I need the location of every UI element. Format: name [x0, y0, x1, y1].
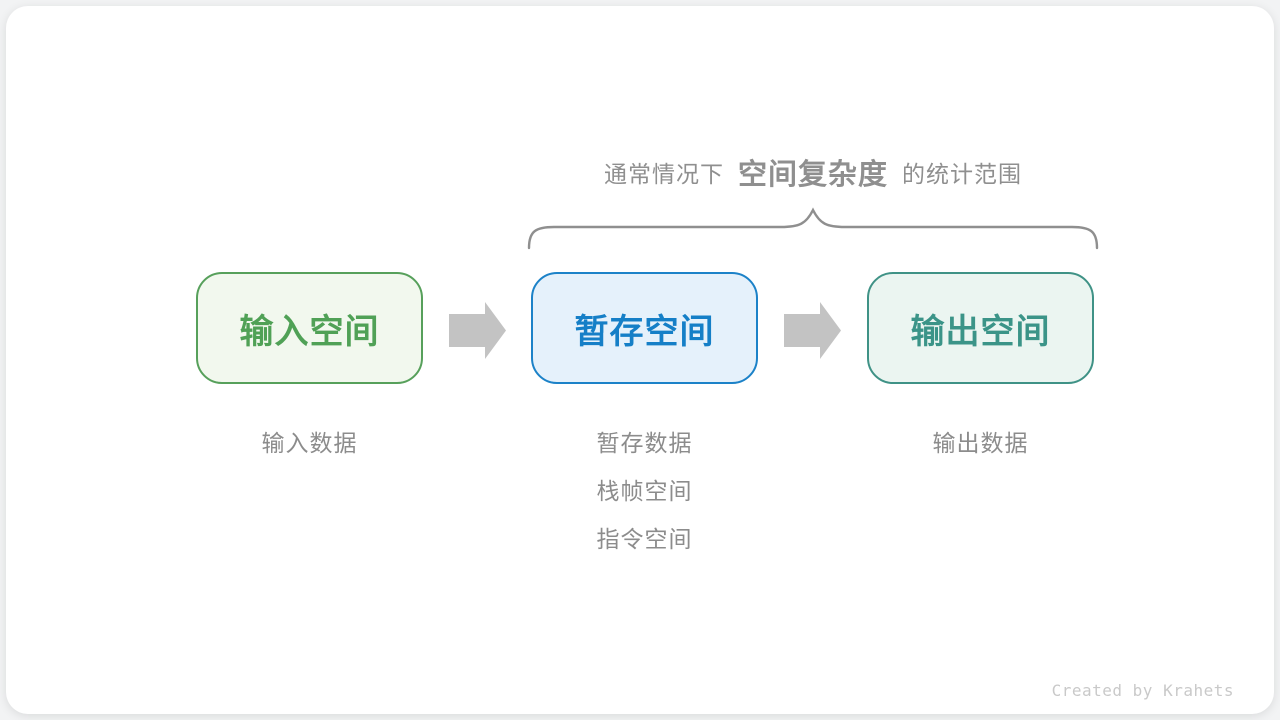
output-space-box: 输出空间 [867, 272, 1094, 384]
diagram-card: 通常情况下 空间复杂度 的统计范围 输入空间 暂存空间 输出空间 输入数据 [6, 6, 1274, 714]
curly-brace [527, 207, 1099, 250]
input-space-label: 输入空间 [239, 312, 380, 351]
annotation-highlight: 空间复杂度 [737, 159, 888, 191]
credit-text: Created by Krahets [1051, 681, 1234, 700]
annotation-suffix: 的统计范围 [902, 161, 1022, 187]
sublabel: 暂存数据 [596, 430, 693, 456]
output-space-label: 输出空间 [910, 312, 1051, 351]
sublabel: 指令空间 [596, 526, 693, 552]
input-space-sublabels: 输入数据 [196, 419, 423, 467]
annotation-prefix: 通常情况下 [603, 161, 724, 187]
right-arrow-icon [449, 302, 506, 359]
right-arrow-icon [784, 302, 841, 359]
output-space-sublabels: 输出数据 [867, 419, 1094, 467]
input-space-box: 输入空间 [196, 272, 423, 384]
temporary-space-label: 暂存空间 [574, 312, 715, 351]
sublabel: 输入数据 [261, 430, 358, 456]
sublabel: 输出数据 [932, 430, 1029, 456]
sublabel: 栈帧空间 [596, 478, 693, 504]
scope-annotation: 通常情况下 空间复杂度 的统计范围 [528, 152, 1098, 192]
temporary-space-box: 暂存空间 [531, 272, 758, 384]
temporary-space-sublabels: 暂存数据 栈帧空间 指令空间 [531, 419, 758, 563]
